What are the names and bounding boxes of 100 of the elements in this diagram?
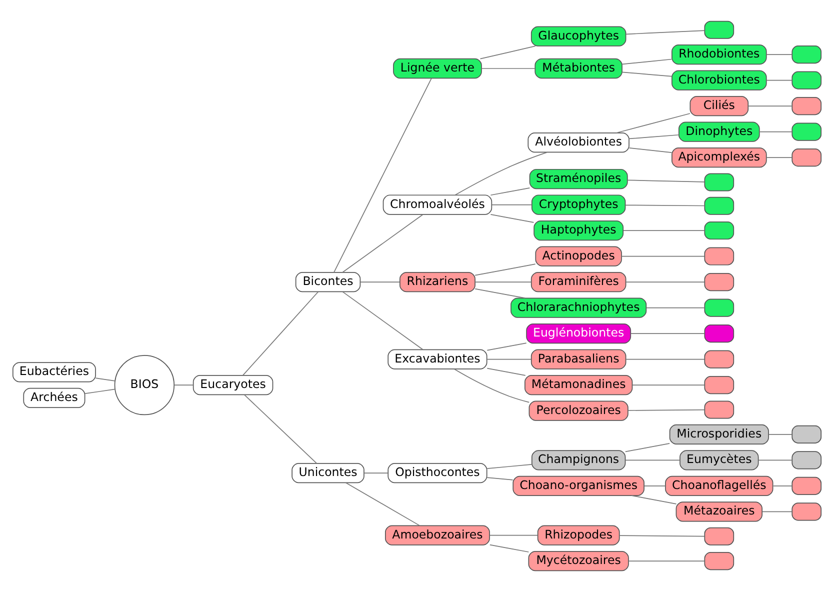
connector — [626, 358, 705, 360]
node-box: Chlorarachniophytes — [510, 297, 647, 318]
node-box: Rhizopodes — [537, 524, 620, 545]
connector — [630, 332, 706, 334]
node-box: Eubactéries — [12, 362, 96, 382]
connector — [646, 306, 705, 308]
node-box: Foraminifères — [530, 271, 626, 292]
node-box: Champignons — [531, 450, 626, 470]
connector — [621, 255, 705, 256]
connector — [758, 459, 792, 460]
connector — [772, 485, 792, 486]
connector — [628, 408, 706, 410]
node-box: Lignée verte — [393, 58, 482, 78]
node-box: Métamonadines — [524, 374, 633, 395]
connector — [486, 464, 532, 468]
connector — [616, 112, 690, 133]
node-box — [792, 70, 822, 89]
node-box: Rhizariens — [399, 271, 476, 292]
connector — [244, 394, 318, 464]
connector — [242, 290, 319, 376]
node-box — [792, 96, 822, 115]
node-box: Actinopodes — [535, 246, 622, 266]
node-box: Ciliés — [690, 95, 749, 116]
node-box: Straménopiles — [529, 168, 628, 189]
node-box: Eucaryotes — [192, 374, 274, 395]
node-box: Choano-organismes — [512, 475, 644, 496]
connector — [762, 510, 792, 512]
connector — [766, 79, 793, 80]
node-box: Amoebozoaires — [385, 524, 490, 545]
connector — [334, 77, 432, 272]
connector — [624, 204, 705, 206]
node-box: Eumycètes — [680, 450, 759, 470]
connector — [486, 358, 532, 360]
connector — [345, 482, 420, 526]
node-box — [704, 552, 734, 570]
node-box: Rhodobiontes — [672, 44, 767, 64]
connector — [474, 263, 536, 276]
connector — [490, 214, 534, 222]
connector — [748, 105, 792, 106]
node-box — [704, 400, 734, 418]
connector — [480, 45, 536, 59]
node-box: Cryptophytes — [531, 194, 626, 214]
connector — [489, 534, 538, 536]
node-box: Unicontes — [292, 462, 364, 483]
node-box — [792, 476, 822, 494]
connector — [624, 442, 670, 452]
node-box — [704, 246, 734, 265]
node-box — [704, 376, 734, 394]
connector — [628, 560, 705, 561]
connector — [490, 186, 530, 196]
connector — [486, 342, 527, 350]
node-box — [792, 148, 822, 166]
connector — [627, 179, 705, 182]
node-box: Excavabiontes — [388, 348, 488, 369]
node-box: Métabiontes — [534, 58, 622, 78]
connector — [454, 151, 548, 195]
node-box: Métazoaires — [676, 501, 762, 522]
node-box — [704, 526, 734, 545]
node-box: Dinophytes — [678, 121, 760, 142]
node-box — [704, 20, 734, 38]
node-box: Chromoalvéolés — [382, 194, 492, 214]
node-box: Microsporidies — [669, 424, 769, 444]
node-box: Chlorobiontes — [672, 70, 767, 90]
node-box — [792, 122, 822, 140]
node-box — [704, 196, 734, 214]
connector — [486, 476, 514, 480]
node-box: Opisthocontes — [388, 462, 488, 483]
connector — [622, 71, 672, 76]
connector — [174, 384, 194, 385]
node-circle: BIOS — [114, 354, 175, 415]
connector — [474, 281, 532, 282]
node-box — [704, 298, 734, 316]
connector — [622, 58, 672, 64]
connector — [624, 459, 680, 460]
connector — [360, 281, 400, 282]
node-box: Haptophytes — [534, 220, 624, 240]
connector — [628, 134, 680, 139]
node-box — [704, 324, 734, 342]
node-box: Percolozoaires — [528, 400, 628, 420]
node-box — [704, 221, 734, 240]
node-box — [704, 172, 734, 191]
node-box — [792, 424, 822, 443]
node-box: Mycétozoaires — [528, 550, 629, 571]
node-box — [704, 272, 734, 291]
node-box: Euglénobiontes — [526, 322, 632, 344]
connector — [491, 204, 532, 205]
connector — [619, 534, 705, 536]
node-box: Alvéolobiontes — [528, 132, 630, 152]
node-box: Choanoflagellés — [665, 475, 774, 496]
connector — [628, 147, 672, 152]
node-box — [792, 502, 822, 520]
connector — [474, 288, 526, 298]
node-box: Archées — [23, 387, 86, 408]
connector — [364, 472, 388, 473]
connector — [342, 214, 424, 272]
connector — [84, 388, 116, 394]
connector — [489, 544, 530, 552]
node-box: Parabasaliens — [530, 348, 626, 369]
node-box — [792, 450, 822, 469]
node-box: Glaucophytes — [530, 26, 626, 46]
